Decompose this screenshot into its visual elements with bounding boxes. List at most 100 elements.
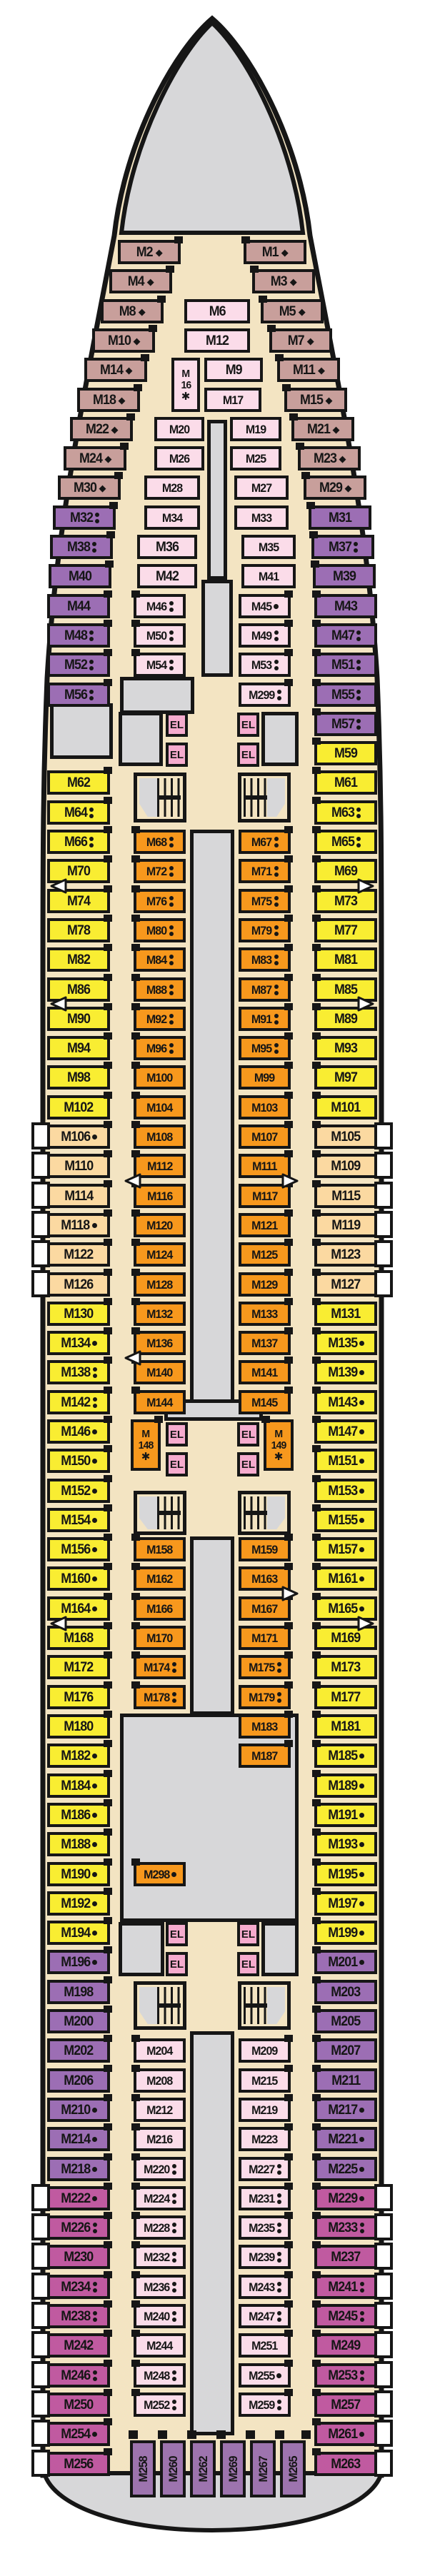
upper-lower-berth-dots-icon [169,984,174,995]
single-berth-dot-icon [359,2136,365,2142]
cabin-M242: M242 [47,2330,112,2358]
corridor-wall-tab [284,1239,293,1246]
single-berth-dot-icon [359,1901,365,1906]
cabin-M54: M54 [131,649,186,677]
cabin-M231: M231 [239,2183,293,2210]
cabin-M26: M26 [154,446,204,471]
cabin-label: M207 [331,2043,361,2058]
corridor-wall-tab [312,1504,321,1511]
corridor-wall-tab [312,1651,321,1659]
corridor-wall-tab [284,1121,293,1128]
cabin-label: M237 [331,2249,361,2265]
cabin-M199: M199 [312,1917,377,1945]
cabin-label: M131 [331,1306,361,1322]
cabin-label: M130 [64,1306,94,1322]
corridor-wall-tab [134,384,142,391]
cabin-label: M107 [251,1129,278,1144]
cabin-label: M74 [67,893,91,909]
corridor-wall-tab [284,2389,293,2396]
corridor-wall-tab [131,620,140,627]
cabin-M166: M166 [131,1593,186,1621]
single-berth-dot-icon [359,2431,365,2437]
corridor-wall-tab [131,2065,140,2072]
cabin-M63: M63 [312,797,377,825]
cabin-label: M230 [64,2249,94,2265]
stern-wall-tooth [216,2430,226,2439]
cabin-label: M228 [144,2220,170,2235]
cabin-M227: M227 [239,2153,293,2181]
stairs-icon [134,773,186,822]
cabin-label: M236 [144,2280,170,2294]
cabin-M232: M232 [131,2241,186,2269]
upper-lower-berth-dots-icon [171,1691,176,1703]
corridor-wall-tab [104,1150,112,1157]
upper-lower-berth-dots-icon [276,2163,281,2175]
cabin-M123: M123 [312,1239,377,1267]
cabin-M132: M132 [131,1298,186,1326]
corridor-wall-tab [131,1209,140,1217]
cabin-label: M248 [144,2368,170,2383]
single-berth-dot-icon [92,1458,98,1464]
cabin-M184: M184 [47,1770,112,1798]
cabin-label: M257 [331,2397,361,2413]
cabin-M33: M33 [234,505,289,530]
cabin-label: M235 [249,2220,275,2235]
corridor-wall-tab [312,2094,321,2101]
corridor-wall-tab [131,649,140,656]
cabin-label: M4 [128,273,145,289]
upper-lower-berth-dots-icon [169,1013,174,1025]
cabin-M192: M192 [47,1888,112,1916]
cabin-M110: M110 [47,1150,112,1178]
cabin-label: M168 [64,1630,94,1646]
upper-lower-berth-dots-icon [169,954,174,965]
cabin-M142: M142 [47,1387,112,1414]
bow-tip-area [119,19,306,235]
corridor-wall-tab [312,1269,321,1276]
corridor-wall-tab [131,2183,140,2190]
cabin-M51: M51 [312,649,377,677]
corridor-wall-tab [312,1711,321,1718]
stair-steps [244,1987,267,2024]
cabin-M259: M259 [239,2389,293,2417]
single-berth-dot-icon [92,1930,98,1936]
cabin-M173: M173 [312,1651,377,1679]
cabin-label: M202 [64,2043,94,2058]
cabin-M267: M267 [250,2440,276,2497]
single-berth-dot-icon [92,1576,98,1581]
cabin-label: M65 [331,834,355,850]
cabin-label: M256 [64,2456,94,2472]
cabin-label: M241 [328,2279,359,2295]
cabin-label: M200 [64,2013,94,2029]
cabin-M263: M263 [312,2448,377,2476]
cabin-M44: M44 [47,590,112,618]
cabin-label: M79 [251,923,272,937]
cabin-M211: M211 [312,2065,377,2093]
cabin-M53: M53 [239,649,293,677]
cabin-label: M68 [146,835,167,849]
upper-lower-berth-dots-icon [276,2399,281,2410]
corridor-wall-tab [284,2035,293,2042]
elevator: EL [166,1422,188,1447]
corridor-wall-tab [104,2389,112,2396]
lifeboat-icon [374,1182,393,1209]
cabin-label: M192 [61,1896,91,1911]
cabin-label: M108 [146,1129,173,1144]
cabin-M74: M74 [47,885,112,913]
stern-wall-tooth [158,2430,167,2439]
corridor-wall-tab [289,413,298,421]
cabin-label: M218 [61,2161,91,2177]
cabin-label: M92 [146,1012,167,1026]
cabin-label: M69 [334,863,358,879]
cabin-M246: M246 [47,2360,112,2388]
corridor-wall-tab [104,1475,112,1482]
corridor-wall-tab [312,1416,321,1423]
corridor-wall-tab [154,1416,163,1423]
corridor-wall-tab [104,1888,112,1895]
cabin-M176: M176 [47,1681,112,1709]
cabin-M204: M204 [131,2035,186,2063]
single-berth-dot-icon [92,1429,98,1434]
corridor-wall-tab [312,1888,321,1895]
corridor-wall-tab [131,1121,140,1128]
stern-wall-tooth [246,2430,255,2439]
